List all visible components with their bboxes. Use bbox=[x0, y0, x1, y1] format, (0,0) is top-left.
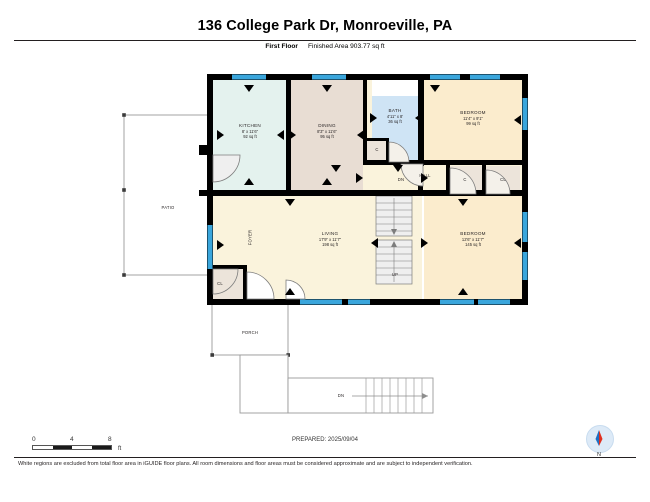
space-label-patio: PATIO bbox=[161, 205, 175, 210]
space-label-hall: HALL bbox=[419, 173, 431, 178]
stair-label-down-lower: DN bbox=[337, 393, 345, 398]
lower-stair-outline bbox=[239, 354, 434, 414]
compass-north-label: N bbox=[597, 452, 601, 458]
porch-outline bbox=[210, 302, 290, 357]
room-fill-bedroom1 bbox=[424, 80, 522, 165]
room-label-kitchen: KITCHEN 8' x 11'6" 92 sq ft bbox=[239, 123, 261, 139]
space-label-closet-bath: C bbox=[375, 147, 379, 152]
room-fill-bathtop bbox=[363, 80, 372, 164]
room-label-living: LIVING 17'9" x 11'7" 198 sq ft bbox=[318, 231, 342, 247]
scale-unit: ft bbox=[118, 446, 122, 452]
scale-tick-8: 8 bbox=[108, 436, 112, 443]
finished-area-label: Finished Area 903.77 sq ft bbox=[307, 43, 385, 50]
view-arrows bbox=[217, 85, 521, 295]
scale-ticks: 0 4 8 bbox=[32, 436, 122, 445]
closet-fill-bath bbox=[364, 140, 386, 162]
space-label-foyer: FOYER bbox=[247, 229, 253, 246]
interior-stairs bbox=[375, 195, 413, 285]
floor-subtitle: First Floor Finished Area 903.77 sq ft bbox=[0, 43, 650, 50]
scale-tick-0: 0 bbox=[32, 436, 36, 443]
room-label-bedroom2: BEDROOM 12'6" x 11'7" 145 sq ft bbox=[460, 231, 486, 247]
room-label-bath: BATH 4'11" x 8' 36 sq ft bbox=[386, 108, 404, 124]
compass-rose: N bbox=[586, 425, 616, 463]
space-label-closet-bedroom: CL bbox=[500, 177, 506, 182]
compass-needle-icon bbox=[595, 430, 603, 446]
doors bbox=[212, 141, 511, 300]
room-label-dining: DINING 8'3" x 11'6" 95 sq ft bbox=[317, 123, 337, 139]
page-title: 136 College Park Dr, Monroeville, PA bbox=[197, 18, 453, 34]
header-divider bbox=[14, 40, 636, 41]
space-label-porch: PORCH bbox=[241, 330, 259, 335]
patio-outline bbox=[122, 113, 213, 277]
space-label-closet-hall: C bbox=[463, 177, 467, 182]
windows bbox=[207, 74, 528, 305]
disclaimer-text: White regions are excluded from total fl… bbox=[18, 461, 473, 467]
room-fill-bedroom2 bbox=[424, 196, 522, 299]
space-label-closet-foyer: CL bbox=[217, 281, 223, 286]
scale-tick-4: 4 bbox=[70, 436, 74, 443]
footer-divider bbox=[14, 457, 636, 458]
stair-label-up-living: UP bbox=[391, 272, 399, 277]
room-label-bedroom1: BEDROOM 11'4" x 9'1" 99 sq ft bbox=[460, 110, 486, 126]
scale-bar-graphic bbox=[32, 445, 112, 450]
floor-label: First Floor bbox=[265, 43, 298, 50]
stair-label-down-hall: DN bbox=[397, 177, 405, 182]
room-fill-dining bbox=[291, 80, 363, 190]
scale-bar: 0 4 8 ft bbox=[32, 436, 122, 452]
prepared-date: PREPARED: 2025/09/04 bbox=[292, 437, 358, 443]
